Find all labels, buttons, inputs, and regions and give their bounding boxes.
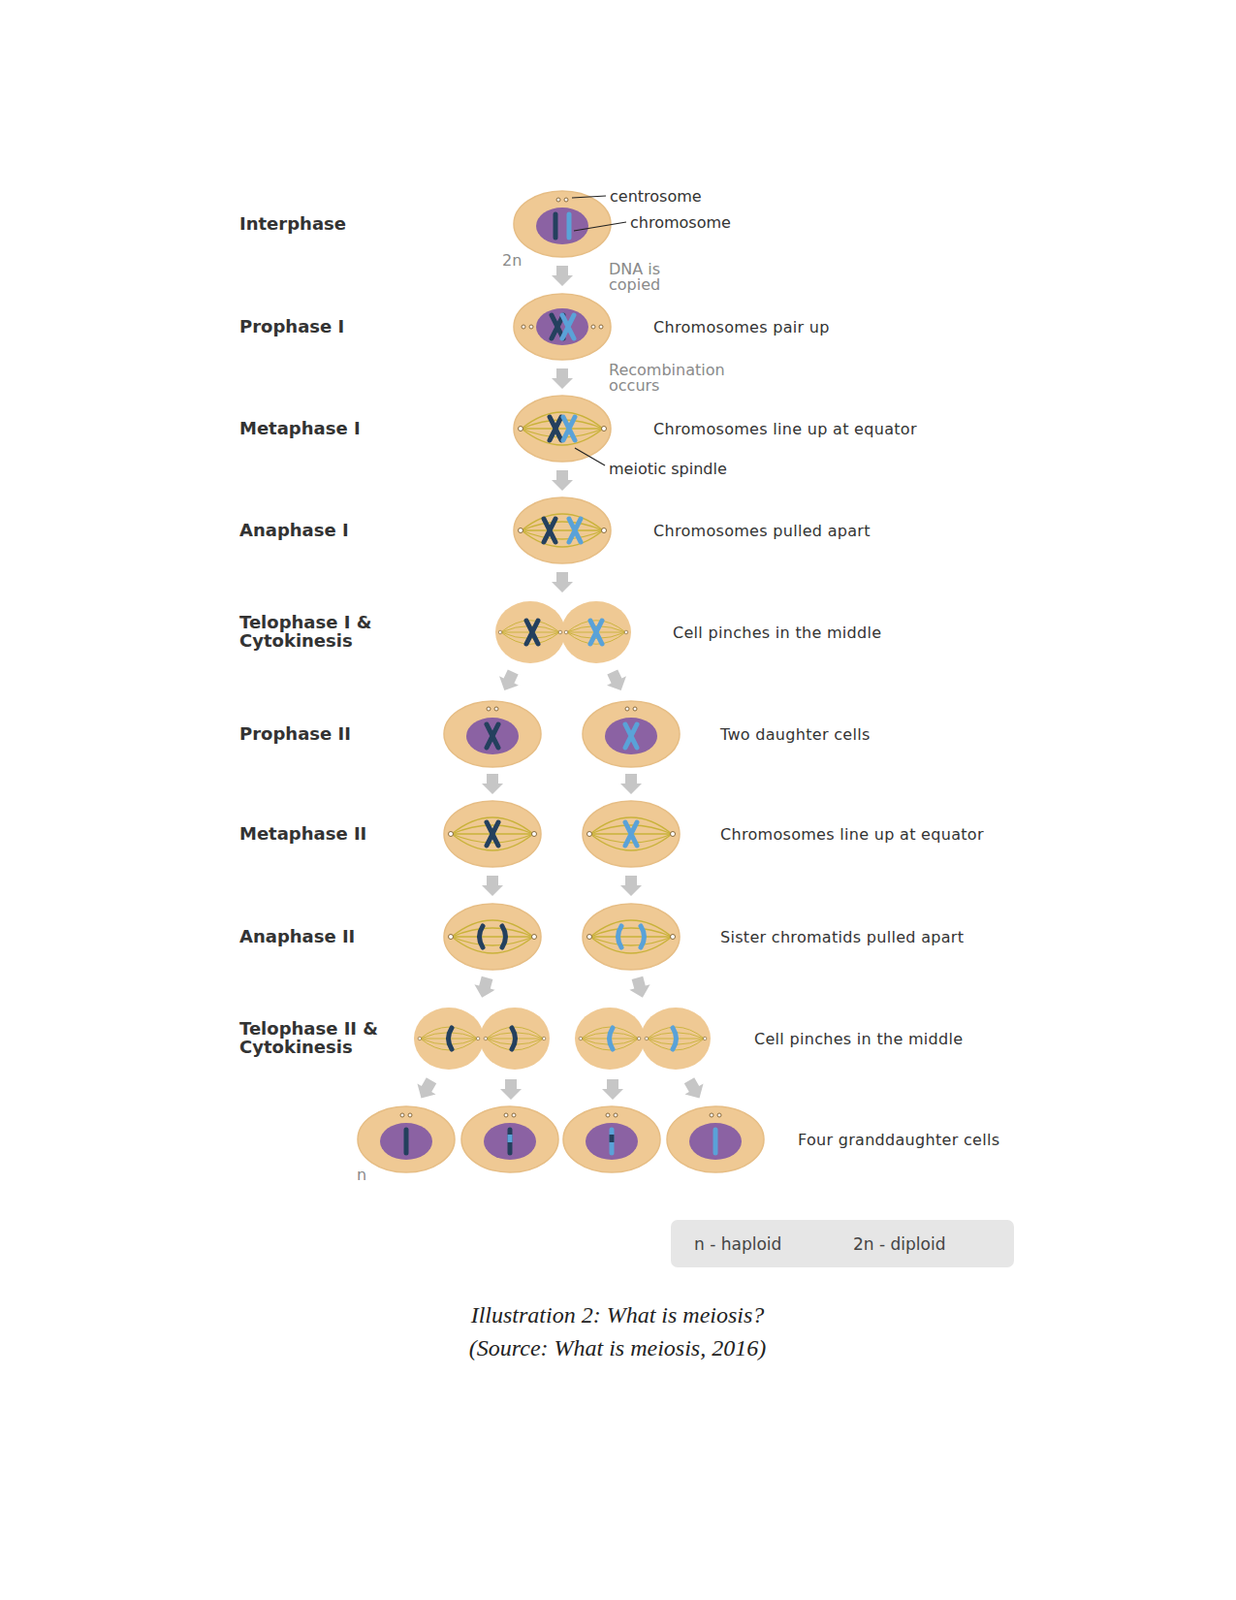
callout-label: chromosome <box>630 213 731 232</box>
legend-box <box>670 1219 1015 1268</box>
stage-description: Chromosomes line up at equator <box>720 824 984 844</box>
stage-name: Prophase II <box>239 725 351 744</box>
legend-text: n - haploid <box>694 1234 782 1254</box>
callout-label: meiotic spindle <box>608 459 728 478</box>
stage-description: Chromosomes line up at equator <box>653 419 918 439</box>
figure-caption: Illustration 2: What is meiosis? <box>471 1301 765 1329</box>
ploidy-mark: 2n <box>502 253 522 269</box>
stage-description: Cell pinches in the middle <box>754 1029 963 1048</box>
ploidy-mark: n <box>356 1167 367 1183</box>
stage-description: Sister chromatids pulled apart <box>720 927 964 947</box>
stage-description: Cell pinches in the middle <box>672 623 882 642</box>
stage-description: Chromosomes pulled apart <box>653 521 871 540</box>
stage-name: Telophase I & Cytokinesis <box>239 613 395 651</box>
stage-name: Prophase I <box>239 317 345 337</box>
stage-name: Anaphase I <box>239 521 349 540</box>
legend-text: 2n - diploid <box>853 1234 946 1254</box>
stage-name: Metaphase II <box>239 824 367 844</box>
step-note: DNA is copied <box>608 261 682 293</box>
source-note: (Source: What is meiosis, 2016) <box>469 1334 766 1362</box>
stage-description: Two daughter cells <box>720 725 871 744</box>
stage-name: Metaphase I <box>239 419 361 439</box>
stage-name: Anaphase II <box>239 927 355 947</box>
stage-name: Interphase <box>239 215 347 234</box>
callout-label: centrosome <box>609 187 702 206</box>
stage-description: Chromosomes pair up <box>653 317 830 337</box>
stage-description: Four granddaughter cells <box>797 1130 1000 1149</box>
step-note: Recombination occurs <box>608 362 745 394</box>
stage-name: Telophase II & Cytokinesis <box>239 1019 395 1057</box>
